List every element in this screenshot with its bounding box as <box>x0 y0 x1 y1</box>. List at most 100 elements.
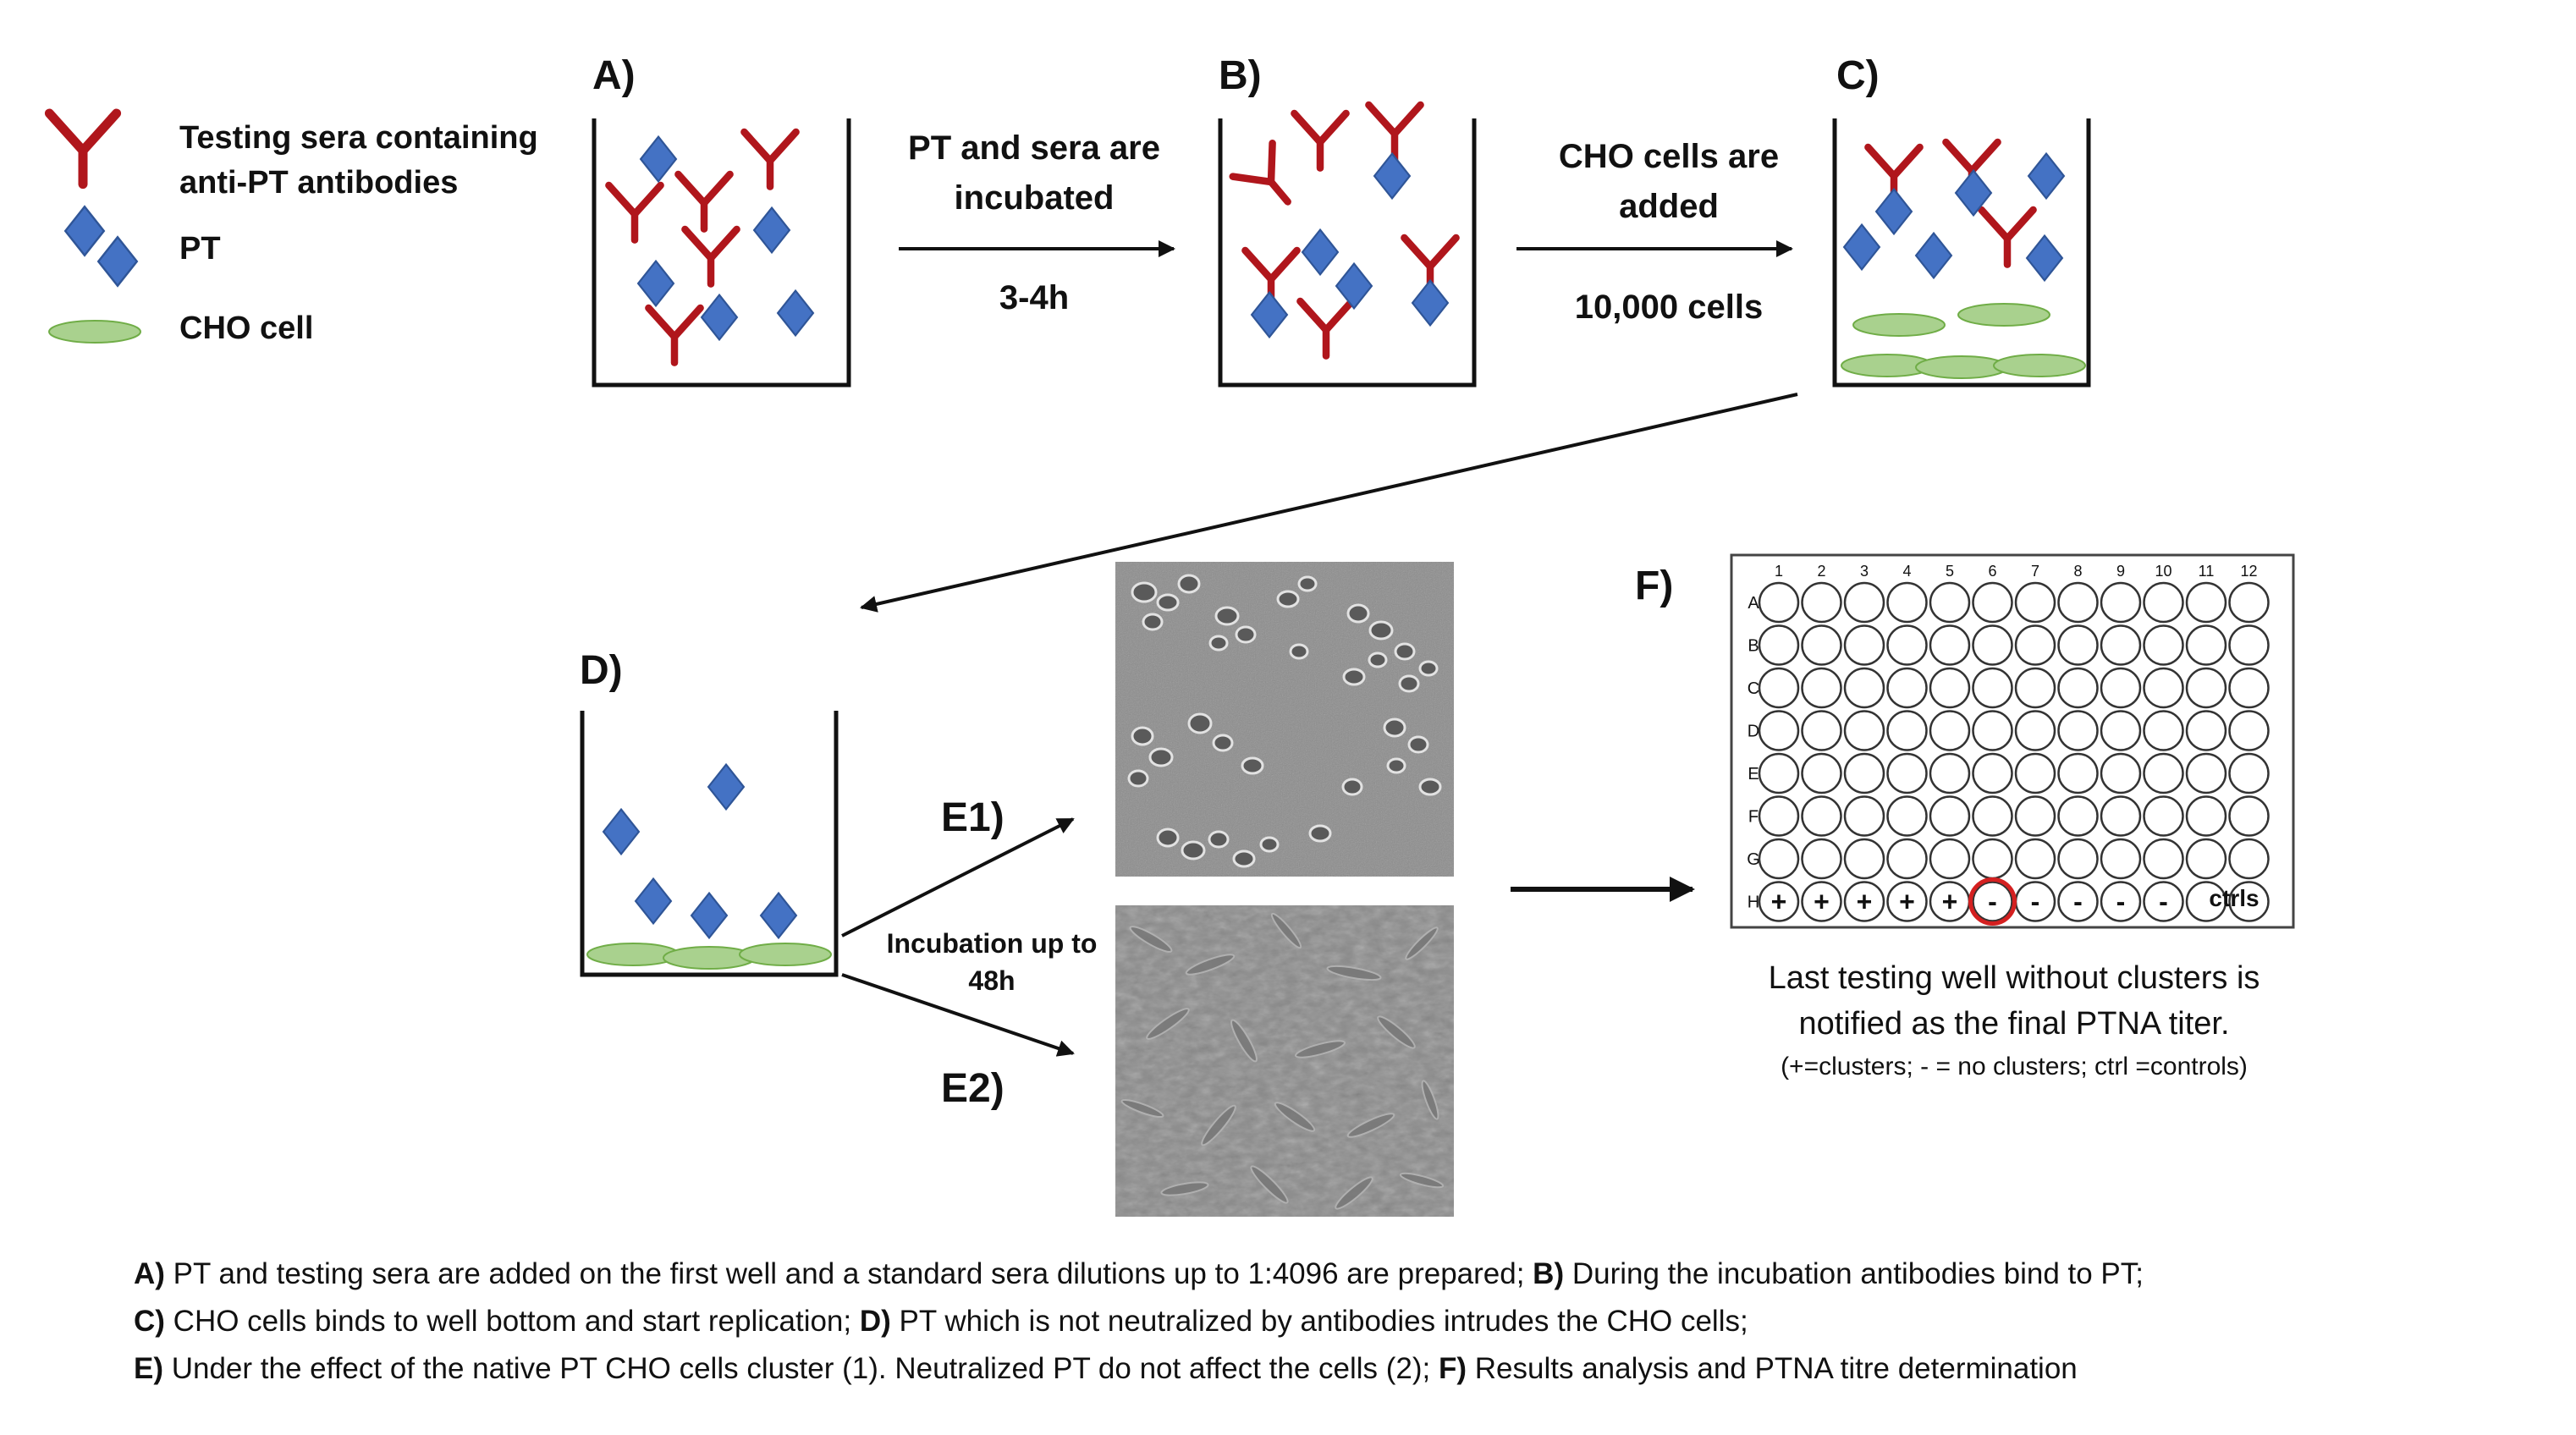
plate-well <box>1972 667 2013 709</box>
plate-mark: - <box>2159 887 2168 917</box>
plate-mark: - <box>2116 887 2126 917</box>
plate-well <box>2057 581 2099 624</box>
plate-well <box>1758 710 1800 751</box>
panel-d-pt <box>602 763 798 939</box>
well-b <box>1218 118 1477 388</box>
plate-wells <box>1758 581 2270 922</box>
plate-well <box>1972 624 2013 666</box>
plate-well <box>1758 667 1800 709</box>
plate-well <box>2014 710 2056 751</box>
well-c <box>1832 118 2091 388</box>
legend-antibody-label-1: Testing sera containing <box>179 120 538 156</box>
plate-well <box>2057 838 2099 880</box>
plate-well <box>2143 752 2184 794</box>
plate-note-line-3: (+=clusters; - = no clusters; ctrl =cont… <box>1781 1053 2248 1080</box>
plate-well <box>2014 752 2056 794</box>
plate-well <box>2185 838 2227 880</box>
plate-well <box>2100 667 2142 709</box>
caption-a-text: PT and testing sera are added on the fir… <box>164 1257 1533 1290</box>
plate-mark: - <box>2073 887 2083 917</box>
plate-column-label: 6 <box>1988 563 1996 580</box>
plate-note-line-2: notified as the final PTNA titer. <box>1798 1006 2229 1042</box>
plate-well <box>1886 752 1928 794</box>
plate-well <box>1972 752 2013 794</box>
plate-well <box>1929 624 1971 666</box>
caption-line-3: E) Under the effect of the native PT CHO… <box>134 1345 2554 1393</box>
plate-well <box>2057 624 2099 666</box>
plate-well <box>2185 795 2227 837</box>
caption-f-text: Results analysis and PTNA titre determin… <box>1467 1352 2078 1385</box>
plate-mark: - <box>1988 887 1997 917</box>
panel-d-cho-cells <box>586 943 832 970</box>
plate-note-line-1: Last testing well without clusters is <box>1769 960 2260 996</box>
plate-well <box>1972 838 2013 880</box>
plate-mark: + <box>1814 887 1830 917</box>
plate-mark: + <box>1942 887 1958 917</box>
panel-c: C) <box>1832 53 2091 388</box>
legend-cho-label: CHO cell <box>179 311 313 346</box>
plate-column-label: 4 <box>1902 563 1911 580</box>
figure-caption: A) PT and testing sera are added on the … <box>134 1251 2554 1393</box>
plate-row-label: G <box>1747 850 1760 869</box>
plate-well <box>2143 710 2184 751</box>
plate-well <box>2100 795 2142 837</box>
plate-well <box>1843 667 1885 709</box>
micrograph-e2 <box>1115 905 1454 1217</box>
plate-well <box>1929 838 1971 880</box>
panel-a-label: A) <box>592 53 636 98</box>
panel-e2-label: E2) <box>941 1066 1005 1111</box>
panel-f-label: F) <box>1635 564 1673 608</box>
arrow-ab-time: 3-4h <box>999 279 1069 316</box>
plate-well <box>2014 795 2056 837</box>
plate-well <box>2057 752 2099 794</box>
plate-well <box>1758 624 1800 666</box>
plate-mark: - <box>2031 887 2040 917</box>
arrow-ab-label-1: PT and sera are <box>908 129 1160 167</box>
plate-well <box>2100 881 2142 922</box>
caption-line-1: A) PT and testing sera are added on the … <box>134 1251 2554 1298</box>
panel-d-label: D) <box>580 648 623 693</box>
plate-well <box>1886 795 1928 837</box>
plate-row-label: E <box>1748 765 1759 783</box>
e1-cell-clusters <box>1127 574 1442 868</box>
plate-well <box>2143 667 2184 709</box>
caption-b-text: During the incubation antibodies bind to… <box>1564 1257 2144 1290</box>
e2-spread-cells <box>1120 912 1445 1210</box>
plate-well <box>2228 752 2270 794</box>
caption-line-2: C) CHO cells binds to well bottom and st… <box>134 1298 2554 1345</box>
plate-well <box>2228 667 2270 709</box>
plate-well <box>1886 881 1928 922</box>
plate-column-label: 1 <box>1775 563 1783 580</box>
caption-c-marker: C) <box>134 1305 165 1338</box>
panel-a: A) <box>592 53 851 388</box>
plate-well <box>1886 667 1928 709</box>
micrograph-e1 <box>1115 562 1454 877</box>
panel-e1-label: E1) <box>941 795 1005 840</box>
caption-d-text: PT which is not neutralized by antibodie… <box>890 1305 1748 1338</box>
plate-well <box>1758 581 1800 624</box>
arrow-c-to-d <box>860 393 1798 613</box>
plate-well <box>1886 581 1928 624</box>
plate-well <box>2143 624 2184 666</box>
panel-b-label: B) <box>1219 53 1262 98</box>
incubation-label-1: Incubation up to <box>887 928 1098 959</box>
plate-well <box>2228 881 2270 922</box>
legend: Testing sera containing anti-PT antibodi… <box>49 113 538 346</box>
plate-well <box>1801 752 1842 794</box>
panel-d: D) <box>580 648 839 977</box>
arrow-bc-label-2: added <box>1619 188 1719 225</box>
plate-row-label: F <box>1748 808 1759 827</box>
plate-well <box>2100 838 2142 880</box>
plate-column-label: 9 <box>2116 563 2125 580</box>
panel-c-label: C) <box>1836 53 1880 98</box>
plate-well <box>2014 667 2056 709</box>
arrow-ab-label-2: incubated <box>955 179 1115 217</box>
plate-well <box>2228 795 2270 837</box>
plate-column-label: 5 <box>1946 563 1954 580</box>
plate-well <box>2100 710 2142 751</box>
plate-well <box>2185 624 2227 666</box>
plate-well <box>2057 795 2099 837</box>
plate-well <box>2185 881 2227 922</box>
plate-mark: + <box>1857 887 1873 917</box>
